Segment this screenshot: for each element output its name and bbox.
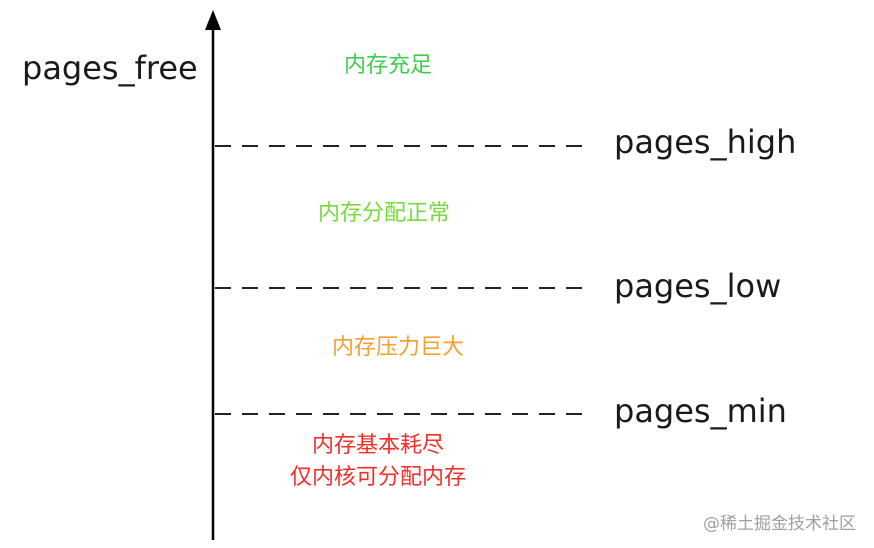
zone-pressure-text: 内存压力巨大: [332, 335, 465, 360]
zone-label-normal: 内存分配正常: [318, 198, 450, 230]
zone-exhausted-text-2: 仅内核可分配内存: [290, 464, 467, 490]
level-label-low: pages_low: [614, 267, 782, 305]
zone-exhausted-text-1: 内存基本耗尽: [312, 433, 445, 458]
zone-label-pressure: 内存压力巨大: [332, 332, 464, 364]
level-label-high: pages_high: [614, 123, 797, 161]
zone-normal-text: 内存分配正常: [318, 201, 451, 226]
zone-label-sufficient: 内存充足: [344, 50, 432, 82]
watermark: @稀土掘金技术社区: [703, 514, 856, 534]
level-label-min: pages_min: [614, 392, 787, 430]
zone-sufficient-text: 内存充足: [344, 53, 433, 78]
axis-label: pages_free: [22, 49, 198, 87]
zone-label-exhausted: 内存基本耗尽 仅内核可分配内存: [290, 430, 466, 494]
y-axis-arrow-icon: [205, 10, 221, 30]
